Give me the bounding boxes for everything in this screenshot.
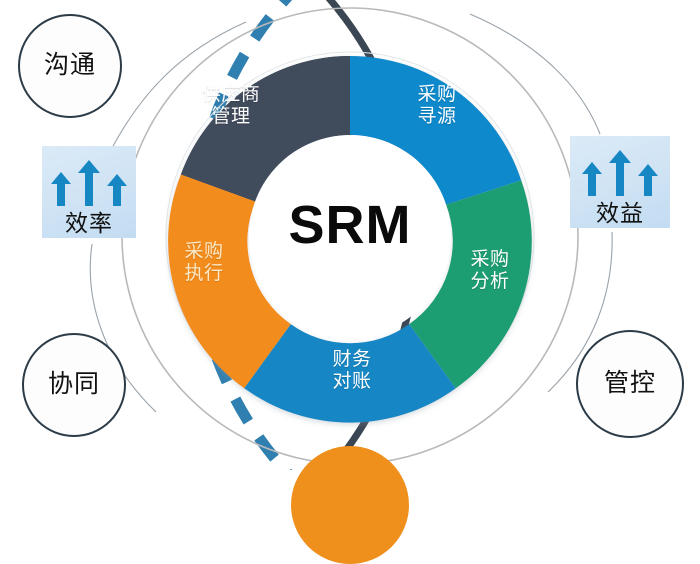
- donut-segment-procurement-execution[interactable]: [168, 174, 291, 389]
- badge-collaboration-label: 协同: [47, 369, 100, 398]
- badge-communication[interactable]: 沟通: [18, 14, 122, 118]
- connector-line-collaboration: [89, 243, 157, 413]
- badge-collaboration[interactable]: 协同: [22, 333, 126, 437]
- up-arrow-icon-small-right: [638, 164, 658, 196]
- up-arrow-icon-tall: [78, 160, 100, 206]
- kpi-benefit-label: 效益: [596, 200, 644, 226]
- donut-segment-procurement-sourcing[interactable]: [350, 56, 522, 205]
- up-arrow-icon-small-left: [51, 172, 71, 206]
- kpi-benefit[interactable]: 效益: [570, 136, 670, 228]
- donut-segment-financial-reconciliation[interactable]: [244, 324, 456, 423]
- badge-bottom-orange-circle[interactable]: [291, 446, 409, 564]
- up-arrows-icon: [51, 154, 127, 206]
- connector-line-control: [547, 231, 613, 393]
- connector-line-benefit: [469, 13, 601, 135]
- donut-center-hub: [249, 135, 451, 337]
- donut-segment-supplier-management-body[interactable]: [180, 56, 350, 202]
- kpi-efficiency[interactable]: 效率: [42, 146, 136, 238]
- badge-control[interactable]: 管控: [576, 330, 684, 438]
- up-arrow-icon-tall: [609, 150, 631, 196]
- up-arrow-icon-small-left: [582, 162, 602, 196]
- kpi-efficiency-label: 效率: [65, 210, 113, 236]
- donut-chart: [168, 56, 532, 423]
- up-arrow-icon-small-right: [107, 174, 127, 206]
- badge-communication-label: 沟通: [43, 50, 96, 79]
- connector-lines-layer: [89, 13, 613, 413]
- connector-line-communication: [111, 21, 247, 149]
- badge-control-label: 管控: [603, 368, 656, 397]
- srm-diagram: SRM 供应商 管理 采购 寻源 采购 分析 财务 对账 采购 执行 沟通 协同…: [18, 0, 684, 564]
- center-title: SRM: [288, 195, 412, 255]
- donut-segment-procurement-analysis[interactable]: [409, 180, 532, 389]
- up-arrows-icon: [582, 144, 658, 196]
